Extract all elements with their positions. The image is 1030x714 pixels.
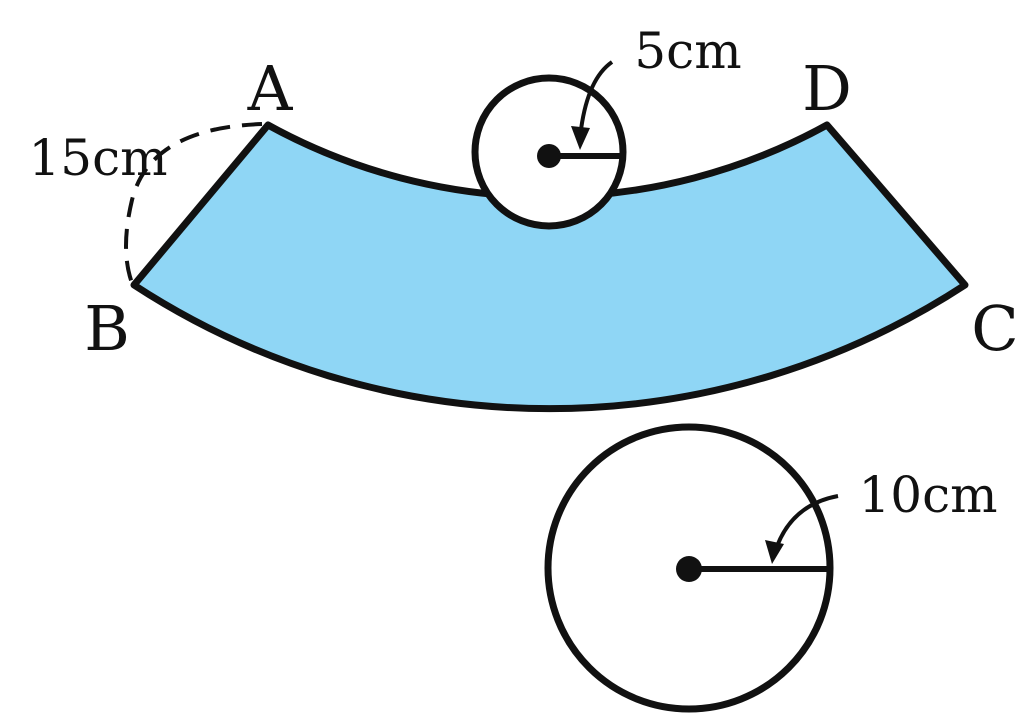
side-length-label: 15cm xyxy=(28,129,167,187)
label-c: C xyxy=(971,292,1018,365)
large-radius-arrowhead xyxy=(765,540,784,564)
label-a: A xyxy=(247,52,294,125)
small-radius-arrow xyxy=(578,60,614,139)
large-circle-center-dot xyxy=(676,556,702,582)
large-circle-group xyxy=(544,423,839,713)
label-d: D xyxy=(802,52,852,125)
large-radius-label: 10cm xyxy=(858,466,997,524)
label-b: B xyxy=(84,292,130,365)
small-circle-group xyxy=(471,60,627,230)
small-radius-arrowhead xyxy=(571,126,590,150)
annular-sector xyxy=(130,121,969,413)
small-radius-label: 5cm xyxy=(634,22,741,80)
small-circle-center-dot xyxy=(537,144,561,168)
